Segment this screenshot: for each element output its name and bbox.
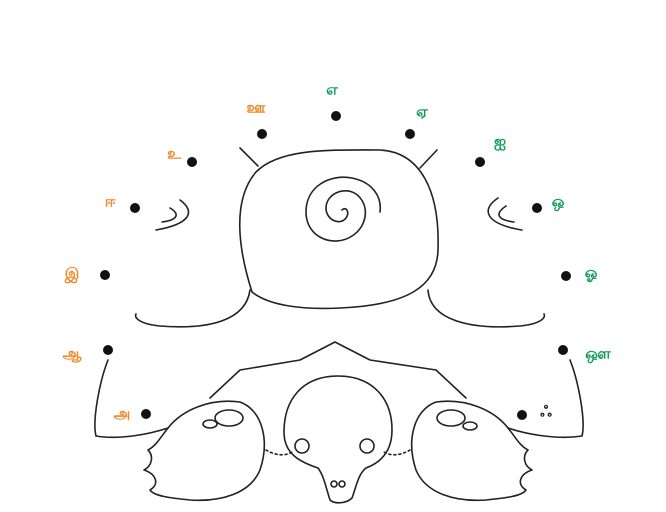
left-swirl [155,199,190,231]
left-nostril [330,480,338,488]
dot-label-13: ஃ [540,403,552,421]
dot-label-4: ஈ [105,193,116,211]
right-nostril [338,480,346,488]
dot-label-1: அ [114,405,131,423]
dot-12[interactable] [558,345,568,355]
dot-3[interactable] [100,270,110,280]
dot-5[interactable] [187,157,197,167]
dot-11[interactable] [561,271,571,281]
right-side-line [507,359,584,439]
labels-layer: அ ஆ இ ஈ உ ஊ எ ஏ ஐ ஒ ஓ ஔ ஃ [63,81,612,423]
dot-label-10: ஒ [552,193,565,211]
left-body-edge [134,289,251,328]
turtle-drawing [94,147,584,504]
turtle-head [283,375,393,504]
dot-6[interactable] [257,129,267,139]
dot-13[interactable] [517,410,527,420]
dot-label-5: உ [167,145,181,163]
turtle-body [209,341,467,399]
dot-7[interactable] [331,111,341,121]
dot-label-9: ஐ [494,133,506,151]
dot-label-12: ஔ [585,345,611,363]
left-side-line [94,359,169,439]
neck-line-right [383,449,411,456]
dot-8[interactable] [405,129,415,139]
right-body-edge [427,289,546,328]
dot-4[interactable] [130,203,140,213]
dot-label-3: இ [64,265,80,284]
dot-2[interactable] [103,345,113,355]
left-swirl-inner [161,207,177,223]
left-flipper-spot [214,409,244,427]
left-antenna-line [239,147,259,167]
dot-label-7: எ [326,81,338,99]
dot-label-2: ஆ [63,345,83,363]
right-flipper-spot [436,409,466,427]
left-eye [294,438,310,454]
dots-layer [100,111,571,420]
shell-spiral [305,176,381,242]
turtle-shell [238,149,439,310]
left-flipper-spot-small [202,419,218,429]
right-antenna-line [419,149,438,169]
right-eye [359,438,375,454]
dot-1[interactable] [141,409,151,419]
dot-label-11: ஓ [585,264,598,282]
right-flipper-spot-small [462,421,478,431]
right-swirl [487,197,523,231]
right-flipper [410,400,533,502]
left-flipper [143,400,266,502]
dot-10[interactable] [532,203,542,213]
dot-label-8: ஏ [416,103,428,121]
dot-label-6: ஊ [247,99,266,117]
right-swirl-inner [498,205,515,223]
dot-9[interactable] [475,157,485,167]
neck-line-left [265,449,293,456]
